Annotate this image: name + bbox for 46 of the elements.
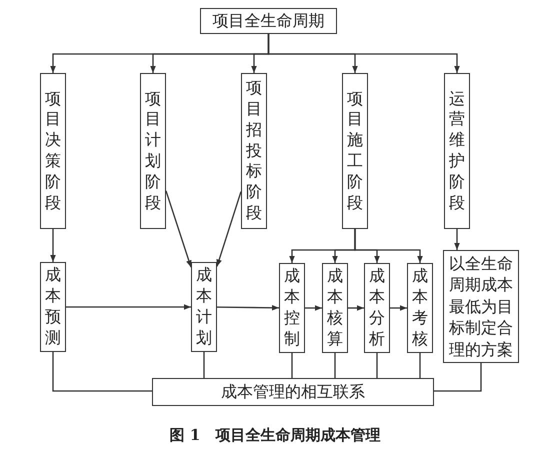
process-box: [191, 262, 217, 352]
relation-box: [152, 378, 434, 406]
arrow: [348, 305, 364, 311]
connector-line: [203, 352, 205, 378]
node-label: 项目施工阶段: [347, 88, 363, 214]
arrow: [390, 305, 407, 311]
figure-caption: 图 1 项目全生命周期成本管理: [168, 426, 382, 445]
arrow: [66, 304, 191, 310]
stage-box: [241, 73, 267, 229]
node-label: 成本分析: [369, 266, 385, 350]
node-label: 成本计划: [196, 265, 212, 349]
stage-box: [40, 73, 66, 229]
arrow: [217, 304, 279, 311]
stage-box: [140, 73, 166, 229]
process-box: [322, 263, 348, 353]
connector-line: [291, 353, 293, 378]
node-label: 项目招投标阶段: [246, 78, 262, 224]
node-label: 项目全生命周期: [212, 10, 324, 32]
connector-line: [434, 363, 482, 392]
connector-line: [419, 353, 421, 378]
node-label: 运营维护阶段: [449, 88, 465, 214]
arrow: [165, 190, 192, 268]
arrow: [354, 229, 423, 263]
arrow: [50, 229, 56, 262]
process-box: [40, 262, 66, 352]
connector-line: [334, 353, 336, 378]
arrow: [268, 34, 460, 73]
node-label: 成本核算: [327, 266, 343, 350]
process-box: [364, 263, 390, 353]
arrow: [305, 305, 322, 311]
process-box: [279, 263, 305, 353]
node-label: 成本考核: [412, 266, 428, 350]
node-label: 成本管理的相互联系: [221, 381, 365, 403]
stage-box: [342, 73, 368, 229]
node-label: 成本预测: [45, 265, 61, 349]
stage-box: [444, 73, 470, 229]
node-label: 项目计划阶段: [145, 88, 161, 214]
arrow: [454, 229, 460, 250]
node-label: 成本控制: [284, 266, 300, 350]
node-label: 项目决策阶段: [45, 88, 61, 214]
connector-line: [376, 353, 378, 378]
node-label: 以全生命周期成本最低为目标制定合理的方案: [448, 252, 514, 360]
lifecycle-box: [200, 8, 337, 34]
process-box: [407, 263, 433, 353]
connector-line: [52, 352, 152, 392]
arrow: [216, 191, 242, 267]
